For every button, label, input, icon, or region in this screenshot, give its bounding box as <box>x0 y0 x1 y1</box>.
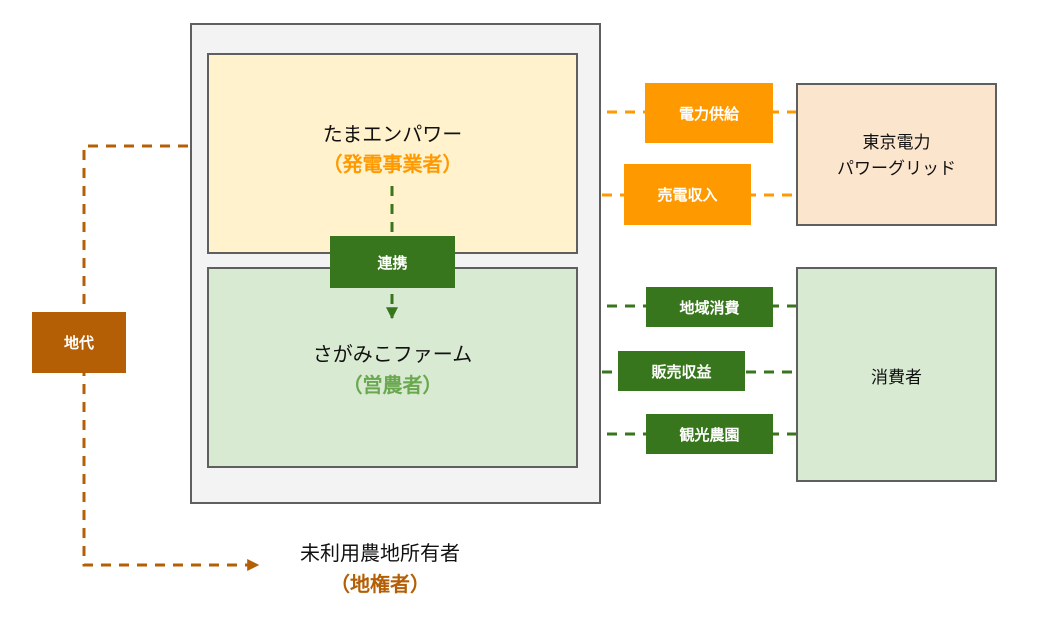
landowner-name: 未利用農地所有者 <box>300 541 460 565</box>
land-rent-tag: 地代 <box>32 312 126 373</box>
power-company-box <box>207 53 578 254</box>
power-company-name: たまエンパワー <box>322 122 463 146</box>
tepco-name-line1: 東京電力 <box>862 133 931 153</box>
sales-revenue-tag: 販売収益 <box>618 351 745 391</box>
power-supply-tag: 電力供給 <box>645 83 773 143</box>
tepco-name-line2: パワーグリッド <box>837 159 956 179</box>
power-company-role: （発電事業者） <box>322 152 463 176</box>
farm-name: さがみこファーム <box>312 342 473 366</box>
cooperation-tag: 連携 <box>330 236 455 288</box>
sales-income-tag: 売電収入 <box>624 164 751 225</box>
landowner-role: （地権者） <box>330 572 430 596</box>
farm-role: （営農者） <box>342 373 443 397</box>
tepco-box <box>796 83 997 226</box>
local-consumption-tag: 地域消費 <box>646 287 773 327</box>
consumer-box <box>796 267 997 482</box>
consumer-name: 消費者 <box>871 368 922 388</box>
agritourism-tag: 観光農園 <box>646 414 773 454</box>
